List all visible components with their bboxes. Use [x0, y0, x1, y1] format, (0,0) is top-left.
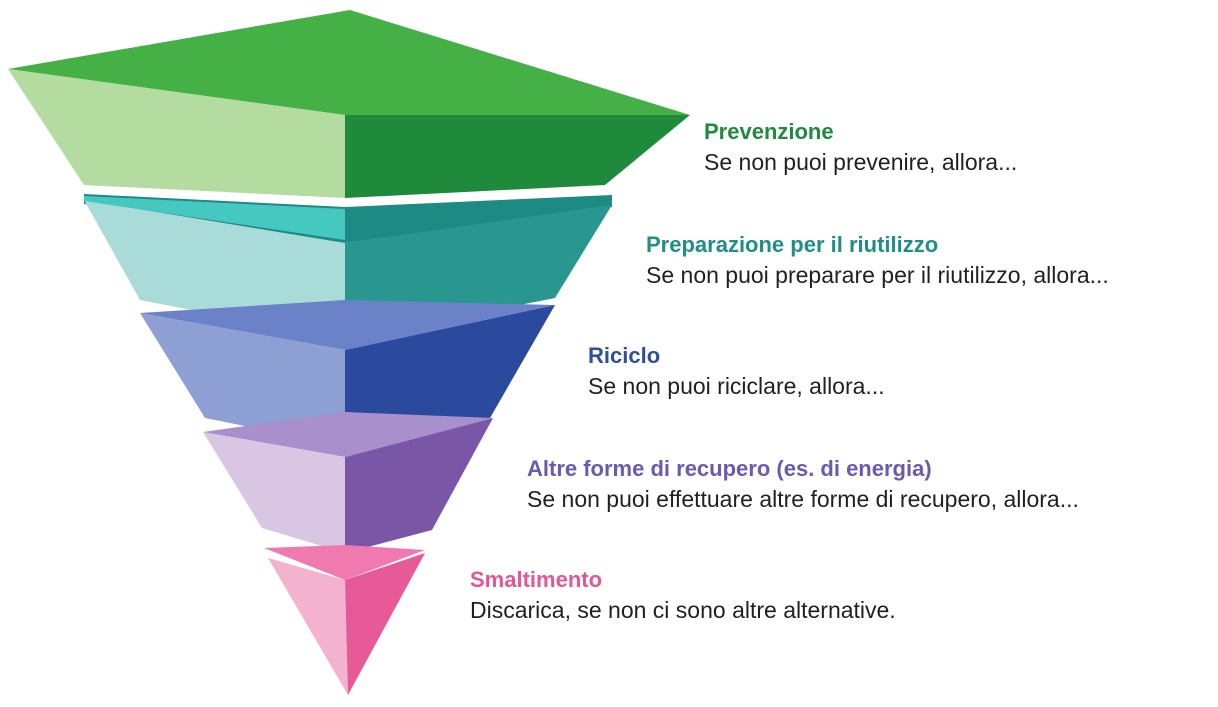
level-smaltimento: [264, 545, 425, 695]
smaltimento-top-face: [264, 545, 425, 580]
riciclo-top-face: [140, 300, 555, 350]
riutilizzo-description: Se non puoi preparare per il riutilizzo,…: [646, 262, 1109, 288]
riciclo-left-face: [140, 313, 345, 446]
smaltimento-left-face: [268, 558, 348, 695]
riciclo-right-face: [345, 305, 555, 446]
riciclo-description: Se non puoi riciclare, allora...: [588, 373, 885, 399]
level-recupero: [203, 412, 493, 553]
prevenzione-left-face: [8, 69, 345, 198]
riutilizzo-top-highlight: [84, 196, 345, 240]
smaltimento-description: Discarica, se non ci sono altre alternat…: [470, 597, 896, 623]
prevenzione-top-face: [8, 10, 690, 115]
smaltimento-right-face: [345, 553, 425, 695]
smaltimento-title: Smaltimento: [470, 567, 603, 592]
riutilizzo-title: Preparazione per il riutilizzo: [646, 232, 939, 257]
label-smaltimento: Smaltimento Discarica, se non ci sono al…: [470, 565, 896, 625]
recupero-top-face: [203, 412, 493, 457]
recupero-title: Altre forme di recupero (es. di energia): [527, 456, 932, 481]
label-riutilizzo: Preparazione per il riutilizzo Se non pu…: [646, 230, 1109, 290]
level-prevenzione: [8, 10, 690, 198]
recupero-left-face: [203, 432, 345, 553]
level-riciclo: [140, 300, 555, 446]
riciclo-title: Riciclo: [588, 343, 661, 368]
prevenzione-description: Se non puoi prevenire, allora...: [704, 149, 1018, 175]
recupero-right-face: [345, 418, 493, 553]
label-riciclo: Riciclo Se non puoi riciclare, allora...: [588, 341, 885, 401]
label-recupero: Altre forme di recupero (es. di energia)…: [527, 454, 1079, 514]
label-prevenzione: Prevenzione Se non puoi prevenire, allor…: [704, 117, 1017, 177]
recupero-description: Se non puoi effettuare altre forme di re…: [527, 486, 1079, 512]
prevenzione-title: Prevenzione: [704, 119, 834, 144]
prevenzione-right-face: [345, 115, 690, 198]
